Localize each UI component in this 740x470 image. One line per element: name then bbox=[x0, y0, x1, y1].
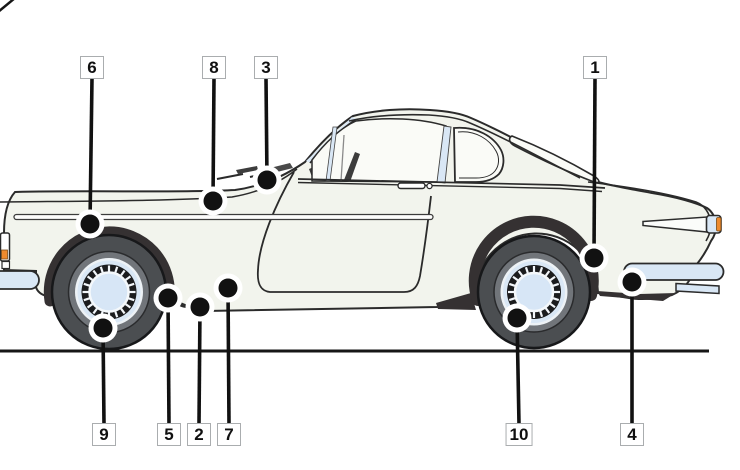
beltline bbox=[297, 178, 606, 189]
callout-line-6 bbox=[88, 77, 94, 225]
callout-dot-4 bbox=[622, 272, 642, 292]
rear-bumper-lower-bar bbox=[675, 282, 720, 295]
callout-dot-8 bbox=[203, 191, 223, 211]
corner-mark bbox=[0, 0, 15, 12]
callout-line-1 bbox=[592, 77, 597, 259]
rocker-shadow bbox=[436, 293, 476, 310]
beltline-lower bbox=[297, 181, 603, 193]
taillight-orange bbox=[716, 217, 722, 232]
door-handle bbox=[397, 182, 426, 190]
callout-label-3: 3 bbox=[254, 56, 278, 79]
under-tail-shadow bbox=[597, 291, 676, 301]
door-keyhole bbox=[426, 182, 433, 190]
callout-label-9: 9 bbox=[92, 423, 116, 446]
callout-label-6: 6 bbox=[80, 56, 104, 79]
callout-line-8 bbox=[211, 77, 216, 202]
callout-line-9 bbox=[101, 327, 106, 425]
front-wheel-arch bbox=[43, 226, 175, 307]
wiper-blade bbox=[236, 166, 258, 174]
side-trim-strip bbox=[13, 213, 434, 221]
callout-dot-7 bbox=[218, 278, 238, 298]
callout-dot-9 bbox=[93, 318, 113, 338]
callout-label-4: 4 bbox=[620, 423, 644, 446]
callout-line-2 bbox=[197, 306, 202, 425]
quarter-window bbox=[453, 126, 505, 183]
front-wheel bbox=[50, 233, 168, 351]
callout-line-7 bbox=[226, 287, 231, 425]
callout-line-5 bbox=[166, 297, 171, 425]
callout-dot-6 bbox=[80, 214, 100, 234]
steering-wheel-icon bbox=[344, 152, 360, 182]
callout-label-8: 8 bbox=[202, 56, 226, 79]
roof-drip-rail bbox=[348, 113, 581, 179]
callout-dot-1 bbox=[584, 248, 604, 268]
callout-dot-10 bbox=[507, 308, 527, 328]
vent-window-divider bbox=[325, 126, 338, 182]
front-wheel-ticks bbox=[82, 265, 136, 319]
quarter-window-frame bbox=[457, 131, 499, 179]
interior-line bbox=[340, 134, 345, 182]
callout-dot-2 bbox=[190, 297, 210, 317]
front-bumper bbox=[0, 270, 40, 290]
callout-line-3 bbox=[264, 77, 269, 181]
callout-dot-5 bbox=[158, 288, 178, 308]
callout-label-10: 10 bbox=[505, 423, 533, 446]
rear-wheel bbox=[476, 234, 592, 350]
callout-label-5: 5 bbox=[157, 423, 181, 446]
front-bracket bbox=[1, 260, 11, 270]
callout-label-2: 2 bbox=[187, 423, 211, 446]
callout-dot-3 bbox=[257, 170, 277, 190]
callout-layer bbox=[75, 77, 647, 425]
callout-label-1: 1 bbox=[583, 56, 607, 79]
front-signal-orange bbox=[1, 249, 8, 260]
door-window bbox=[311, 117, 447, 183]
door-outline bbox=[256, 171, 432, 293]
callout-line-10 bbox=[515, 317, 521, 425]
callout-label-7: 7 bbox=[217, 423, 241, 446]
